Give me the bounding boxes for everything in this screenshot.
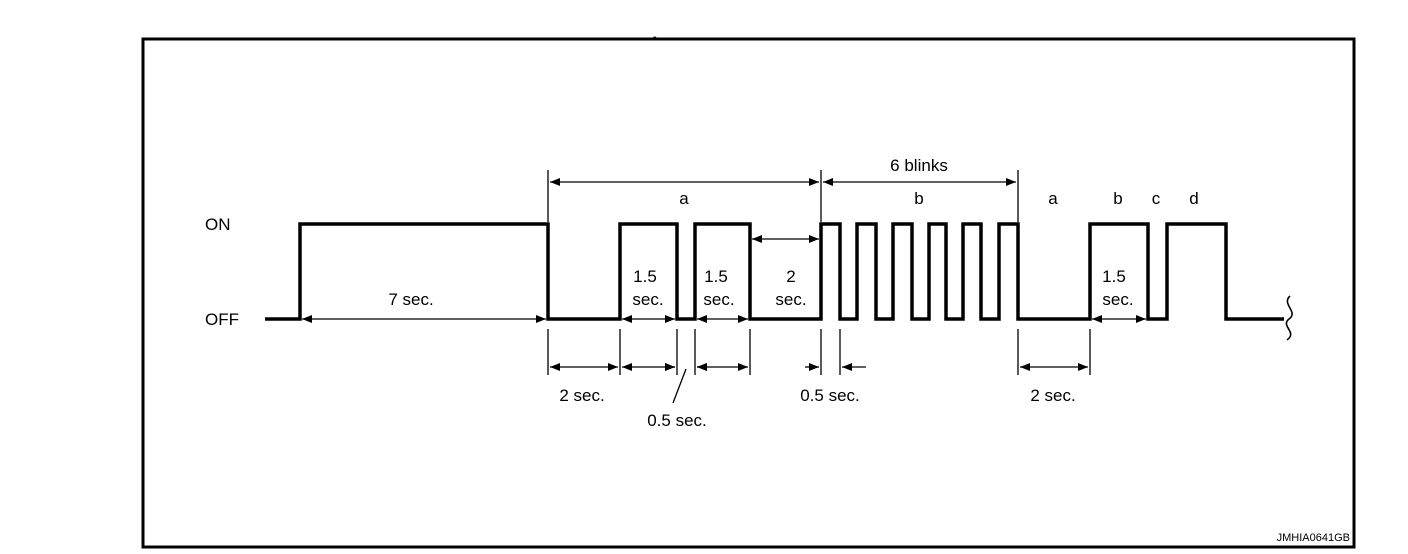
- six-blinks-label: 6 blinks: [890, 156, 948, 175]
- pulse3-duration-number: 1.5: [1102, 267, 1126, 286]
- figure-id: JMHIA0641GB: [1277, 532, 1350, 544]
- bottom-extension-lines: [547, 329, 1091, 375]
- half-sec-label-second: 0.5 sec.: [800, 386, 860, 405]
- seven-sec-label: 7 sec.: [388, 290, 433, 309]
- level-off-label: OFF: [205, 310, 239, 329]
- diagram-frame: [141, 37, 1356, 549]
- gap-duration-unit: sec.: [775, 290, 806, 309]
- segment-a2-label: a: [1048, 189, 1058, 208]
- segment-a-label: a: [679, 189, 689, 208]
- blink-waveform: [265, 222, 1284, 321]
- two-sec-label-second: 2 sec.: [1030, 386, 1075, 405]
- pulse2-duration-unit: sec.: [703, 290, 734, 309]
- header-fragment: -: [653, 31, 657, 43]
- leader-line: [672, 368, 687, 404]
- pulse3-duration-unit: sec.: [1102, 290, 1133, 309]
- pulse1-duration-unit: sec.: [632, 290, 663, 309]
- pulse2-duration-number: 1.5: [704, 267, 728, 286]
- segment-b-label: b: [914, 189, 923, 208]
- break-symbol: [1285, 295, 1293, 341]
- segment-d-label: d: [1189, 189, 1198, 208]
- segment-c-label: c: [1152, 189, 1161, 208]
- segment-b2-label: b: [1113, 189, 1122, 208]
- half-sec-label-first: 0.5 sec.: [647, 411, 707, 430]
- pulse1-duration-number: 1.5: [633, 267, 657, 286]
- level-on-label: ON: [205, 215, 231, 234]
- gap-duration-number: 2: [786, 267, 795, 286]
- two-sec-label-first: 2 sec.: [559, 386, 604, 405]
